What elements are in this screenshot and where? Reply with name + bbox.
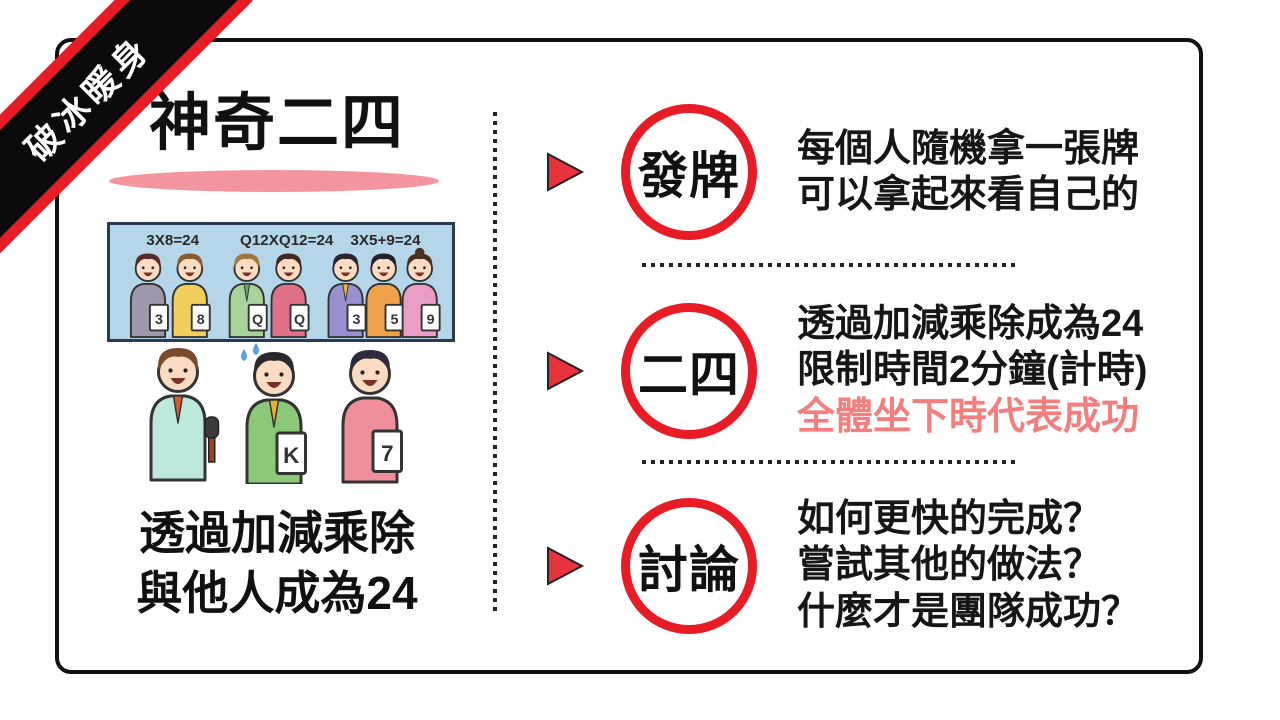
step-arrow-icon [547, 152, 585, 192]
svg-text:8: 8 [197, 312, 205, 328]
step-arrow-icon [547, 350, 585, 391]
svg-text:K: K [283, 443, 300, 468]
svg-text:3X8=24: 3X8=24 [146, 232, 199, 249]
step-badge: 發牌 [621, 104, 757, 240]
svg-text:Q: Q [294, 312, 305, 328]
step-discuss: 討論 如何更快的完成？ 嘗試其他的做法？ 什麼才是團隊成功？ [545, 496, 1139, 635]
step-line: 嘗試其他的做法？ [797, 544, 1102, 587]
step-twentyfour: 二四 透過加減乘除成為24 限制時間2分鐘(計時) 全體坐下時代表成功 [545, 301, 1147, 440]
step-description: 每個人隨機拿一張牌 可以拿起來看自己的 [797, 126, 1139, 219]
step-line: 什麼才是團隊成功？ [797, 590, 1140, 633]
svg-text:9: 9 [427, 312, 435, 328]
svg-text:3: 3 [155, 312, 163, 328]
caption-line: 透過加減乘除 [139, 507, 415, 559]
svg-text:Q: Q [252, 312, 263, 328]
step-line: 每個人隨機拿一張牌 [797, 127, 1140, 170]
step-deal: 發牌 每個人隨機拿一張牌 可以拿起來看自己的 [545, 104, 1139, 240]
caption-line: 與他人成為24 [136, 566, 418, 619]
step-line: 限制時間2分鐘(計時) [797, 349, 1148, 392]
step-badge: 討論 [621, 497, 757, 634]
horizontal-dotted-divider [642, 460, 1020, 464]
step-arrow-icon [547, 545, 585, 586]
svg-text:5: 5 [391, 312, 399, 328]
svg-text:3X5+9=24: 3X5+9=24 [350, 232, 421, 249]
page-title: 神奇二四 [148, 89, 405, 158]
step-line-highlight: 全體坐下時代表成功 [797, 395, 1140, 438]
step-description: 透過加減乘除成為24 限制時間2分鐘(計時) 全體坐下時代表成功 [797, 301, 1147, 440]
step-line: 如何更快的完成？ [797, 498, 1102, 540]
svg-text:7: 7 [381, 441, 394, 466]
svg-text:Q12XQ12=24: Q12XQ12=24 [240, 232, 334, 249]
step-line: 可以拿起來看自己的 [797, 174, 1140, 216]
title-underline-ellipse [109, 170, 439, 192]
svg-text:3: 3 [353, 312, 361, 328]
step-description: 如何更快的完成？ 嘗試其他的做法？ 什麼才是團隊成功？ [797, 496, 1139, 635]
slide-caption: 透過加減乘除 與他人成為24 [59, 504, 495, 624]
step-line: 透過加減乘除成為24 [797, 303, 1144, 345]
vertical-dotted-divider [493, 112, 497, 614]
horizontal-dotted-divider [642, 263, 1020, 267]
step-badge: 二四 [621, 302, 757, 439]
card-demo-illustration: 3 8 Q Q 3 5 9 3X8=24 Q12XQ12=24 3X5+9=24 [107, 222, 455, 342]
